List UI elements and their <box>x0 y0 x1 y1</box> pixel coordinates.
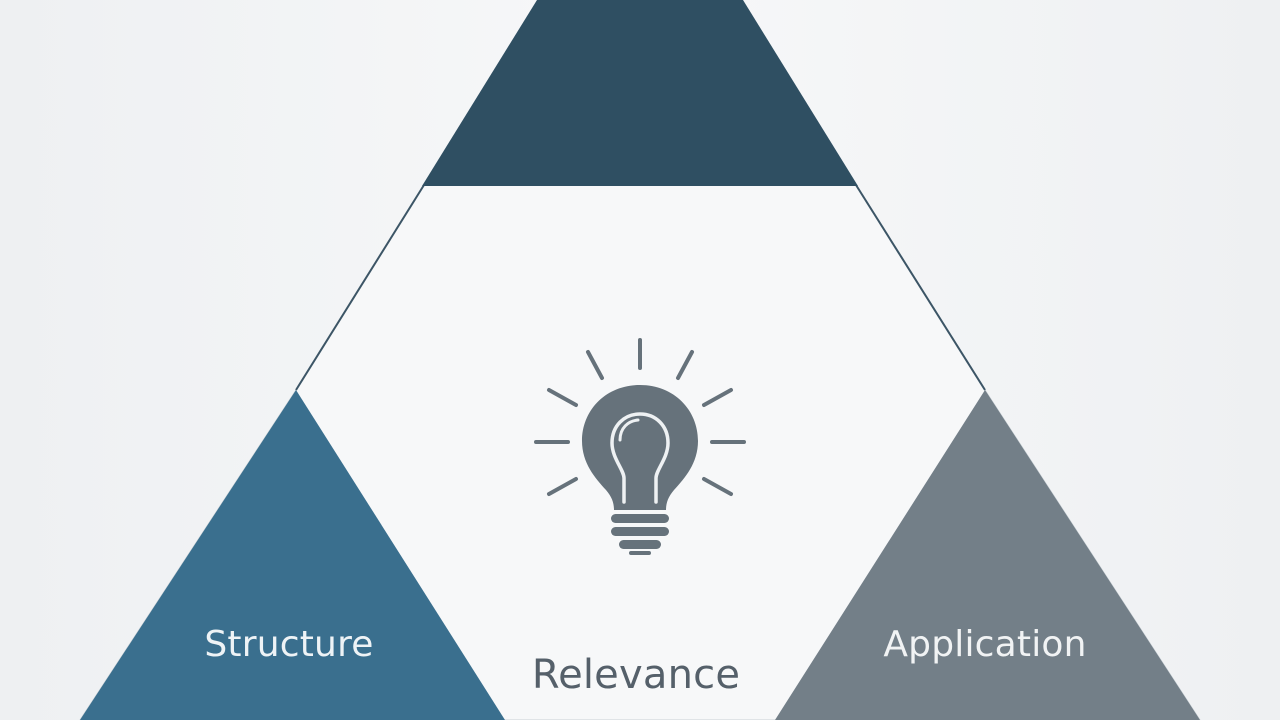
lightbulb-icon <box>534 338 746 555</box>
right-edge-line <box>855 184 986 391</box>
application-segment <box>775 390 1200 720</box>
lightbulb-glass <box>582 385 698 510</box>
structure-label: Structure <box>204 624 374 665</box>
lightbulb-base-1 <box>611 514 669 523</box>
application-label: Application <box>883 624 1087 665</box>
top-segment <box>422 0 858 186</box>
left-edge-line <box>295 184 425 391</box>
lightbulb-filament <box>610 412 670 504</box>
lightbulb-highlight <box>618 418 640 442</box>
structure-segment <box>80 390 505 720</box>
lightbulb-base-3 <box>619 540 661 549</box>
relevance-label: Relevance <box>531 652 741 698</box>
lightbulb-base-2 <box>611 527 669 536</box>
lightbulb-rays <box>534 338 746 496</box>
lightbulb-tip <box>629 551 651 555</box>
